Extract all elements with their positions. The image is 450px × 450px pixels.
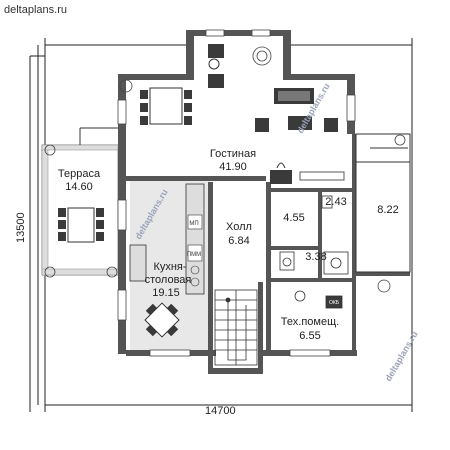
fireplace (270, 162, 345, 184)
room-hall-area: 6.84 (228, 235, 249, 247)
boiler-label: ОКБ (329, 300, 340, 306)
room-tech-area: 6.55 (299, 330, 320, 342)
room-kitchen-area: 19.15 (152, 287, 180, 299)
room-terrace-name: Терраса (58, 168, 101, 180)
dining-table-living (140, 87, 192, 125)
dw-label: ПММ (187, 252, 201, 258)
room-kitchen-name: Кухня- (153, 261, 186, 273)
room-455-area: 4.55 (283, 212, 304, 224)
windows (117, 29, 356, 357)
room-243-area: 2.43 (325, 196, 346, 208)
room-terrace-area: 14.60 (65, 181, 93, 193)
mw-label: МП (189, 221, 198, 227)
room-tech-name: Тех.помещ. (281, 316, 339, 328)
room-living-area: 41.90 (219, 161, 247, 173)
kitchen-counter (129, 183, 205, 295)
watermark-3: deltaplans.ru (383, 329, 420, 383)
kitchen-table (144, 302, 180, 338)
width-dimension: 14700 (205, 405, 236, 417)
site-label: deltaplans.ru (4, 4, 67, 16)
room-822-area: 8.22 (377, 204, 398, 216)
terrace (41, 127, 119, 276)
room-kitchen-name2: столовая (145, 274, 192, 286)
room-hall-name: Холл (226, 221, 252, 233)
plants (44, 46, 406, 293)
porch-right (355, 133, 411, 273)
bathroom-fixtures (279, 195, 349, 309)
staircase (214, 289, 258, 366)
room-338-area: 3.38 (305, 251, 326, 263)
sofa-group (208, 44, 338, 132)
dining-table-terrace (58, 207, 104, 243)
room-living-name: Гостиная (210, 148, 256, 160)
height-dimension: 13500 (15, 212, 27, 243)
